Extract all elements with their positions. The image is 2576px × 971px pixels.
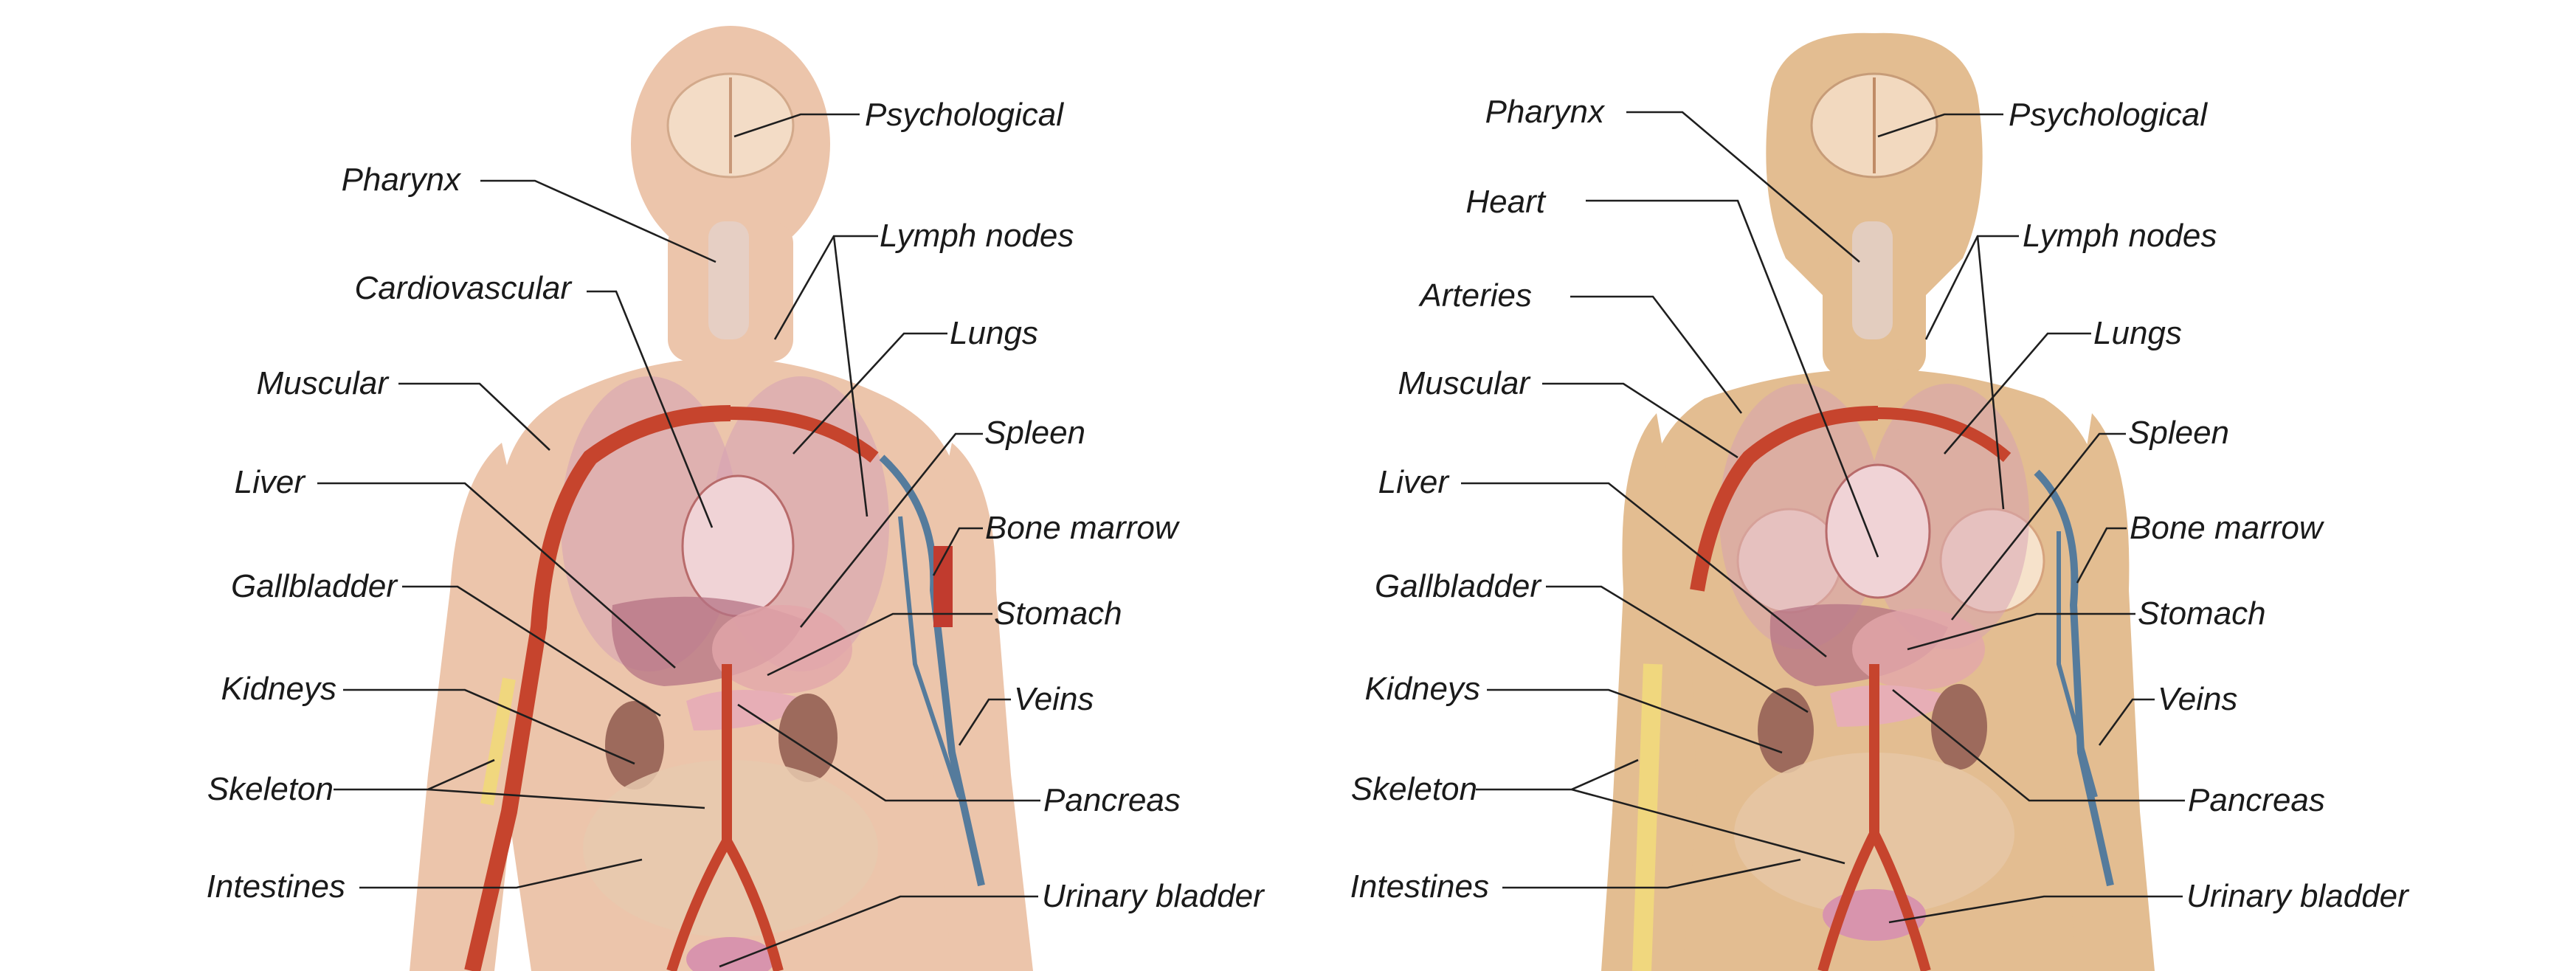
female-label-pharynx: Pharynx <box>1485 94 1606 130</box>
male-label-skeleton: Skeleton <box>207 771 334 807</box>
female-label-lymph-nodes: Lymph nodes <box>2023 218 2217 254</box>
female-label-kidneys: Kidneys <box>1364 671 1480 707</box>
female-label-veins: Veins <box>2158 681 2237 717</box>
male-label-kidneys: Kidneys <box>221 671 336 707</box>
female-label-muscular: Muscular <box>1398 365 1532 401</box>
male-leader-lines <box>317 113 1040 968</box>
male-label-intestines: Intestines <box>207 868 345 905</box>
male-label-urinary-bladder: Urinary bladder <box>1042 878 1265 914</box>
female-labels: Pharynx Psychological Heart Lymph nodes … <box>1350 94 2410 914</box>
female-label-stomach: Stomach <box>2138 595 2266 632</box>
female-label-pancreas: Pancreas <box>2188 782 2325 818</box>
female-label-skeleton: Skeleton <box>1351 771 1477 807</box>
female-label-arteries: Arteries <box>1418 277 1532 314</box>
male-organs <box>464 72 985 971</box>
male-label-bone-marrow: Bone marrow <box>985 510 1181 546</box>
male-label-veins: Veins <box>1014 681 1094 717</box>
female-label-heart: Heart <box>1465 184 1546 220</box>
male-label-lungs: Lungs <box>950 315 1038 351</box>
male-label-lymph-nodes: Lymph nodes <box>880 218 1074 254</box>
male-figure: Psychological Pharynx Lymph nodes Cardio… <box>207 26 1265 971</box>
male-label-gallbladder: Gallbladder <box>231 568 398 604</box>
female-label-psychological: Psychological <box>2009 97 2208 133</box>
female-leader-lines <box>1461 111 2185 924</box>
female-label-liver: Liver <box>1378 464 1451 500</box>
female-label-spleen: Spleen <box>2128 415 2229 451</box>
female-label-gallbladder: Gallbladder <box>1375 568 1542 604</box>
male-label-cardiovascular: Cardiovascular <box>355 270 573 306</box>
female-label-bone-marrow: Bone marrow <box>2130 510 2325 546</box>
male-label-spleen: Spleen <box>984 415 1085 451</box>
female-label-urinary-bladder: Urinary bladder <box>2186 878 2410 914</box>
female-label-lungs: Lungs <box>2093 315 2182 351</box>
female-organs <box>1632 72 2114 971</box>
male-label-muscular: Muscular <box>257 365 390 401</box>
male-label-pancreas: Pancreas <box>1043 782 1181 818</box>
female-figure: Pharynx Psychological Heart Lymph nodes … <box>1350 32 2410 971</box>
male-label-stomach: Stomach <box>994 595 1122 632</box>
male-label-pharynx: Pharynx <box>342 162 462 198</box>
male-label-psychological: Psychological <box>865 97 1064 133</box>
male-label-liver: Liver <box>235 464 307 500</box>
male-labels: Psychological Pharynx Lymph nodes Cardio… <box>207 97 1265 914</box>
female-label-intestines: Intestines <box>1350 868 1489 905</box>
